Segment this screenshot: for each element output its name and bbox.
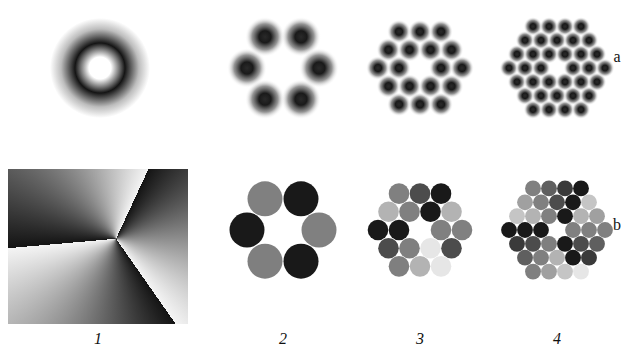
phase-disc xyxy=(549,250,565,266)
panel-number: 4 xyxy=(553,331,561,347)
phase-disc xyxy=(452,220,473,241)
panel-number: 3 xyxy=(416,331,424,347)
phase-disc xyxy=(509,236,525,252)
phase-disc xyxy=(410,256,431,277)
phase-disc xyxy=(441,238,462,259)
phase-disc xyxy=(589,208,605,224)
phase-disc xyxy=(525,181,541,197)
panel-number: 2 xyxy=(279,331,287,347)
phase-disc xyxy=(573,264,589,280)
phase-disc xyxy=(378,238,399,259)
phase-disc xyxy=(573,208,589,224)
phase-disc xyxy=(541,208,557,224)
phase-disc xyxy=(410,183,431,204)
phase-disc xyxy=(389,183,410,204)
phase-disc xyxy=(581,194,597,210)
phase-disc xyxy=(230,213,265,248)
phase-disc xyxy=(517,194,533,210)
phase-disc xyxy=(501,222,517,238)
phase-disc xyxy=(557,264,573,280)
phase-disc xyxy=(302,213,337,248)
panel-number: 1 xyxy=(94,331,102,347)
phase-disc xyxy=(399,202,420,223)
phase-disc xyxy=(517,222,533,238)
phase-map xyxy=(8,169,188,324)
phase-disc xyxy=(509,208,525,224)
phase-disc xyxy=(431,183,452,204)
phase-disc xyxy=(541,236,557,252)
phase-disc xyxy=(525,264,541,280)
intensity-spot xyxy=(450,56,474,80)
intensity-spot xyxy=(245,17,285,57)
phase-disc xyxy=(420,202,441,223)
phase-disc xyxy=(581,222,597,238)
phase-disc xyxy=(557,208,573,224)
phase-disc xyxy=(573,236,589,252)
phase-disc xyxy=(557,181,573,197)
intensity-spot xyxy=(245,79,285,119)
phase-disc xyxy=(248,181,283,216)
phase-disc xyxy=(284,181,319,216)
phase-discs xyxy=(230,181,613,280)
phase-disc xyxy=(565,250,581,266)
phase-disc xyxy=(378,202,399,223)
phase-disc xyxy=(389,220,410,241)
vortex-ring xyxy=(50,18,150,118)
phase-disc xyxy=(541,264,557,280)
phase-disc xyxy=(525,236,541,252)
phase-disc xyxy=(431,256,452,277)
row-label: b xyxy=(613,217,621,233)
phase-disc xyxy=(549,194,565,210)
phase-disc xyxy=(368,220,389,241)
phase-disc xyxy=(533,222,549,238)
phase-disc xyxy=(441,202,462,223)
intensity-spot xyxy=(299,48,339,88)
intensity-spots xyxy=(227,17,615,119)
phase-disc xyxy=(284,244,319,279)
phase-disc xyxy=(597,222,613,238)
row-label: a xyxy=(613,49,620,65)
phase-disc xyxy=(589,236,605,252)
phase-disc xyxy=(557,236,573,252)
phase-disc xyxy=(533,250,549,266)
phase-disc xyxy=(517,250,533,266)
phase-disc xyxy=(565,222,581,238)
phase-disc xyxy=(565,194,581,210)
phase-disc xyxy=(248,244,283,279)
phase-disc xyxy=(420,238,441,259)
phase-disc xyxy=(389,256,410,277)
phase-disc xyxy=(581,250,597,266)
phase-disc xyxy=(541,181,557,197)
phase-disc xyxy=(573,181,589,197)
phase-disc xyxy=(533,194,549,210)
intensity-spot xyxy=(596,59,615,78)
phase-disc xyxy=(431,220,452,241)
phase-disc xyxy=(399,238,420,259)
phase-disc xyxy=(525,208,541,224)
